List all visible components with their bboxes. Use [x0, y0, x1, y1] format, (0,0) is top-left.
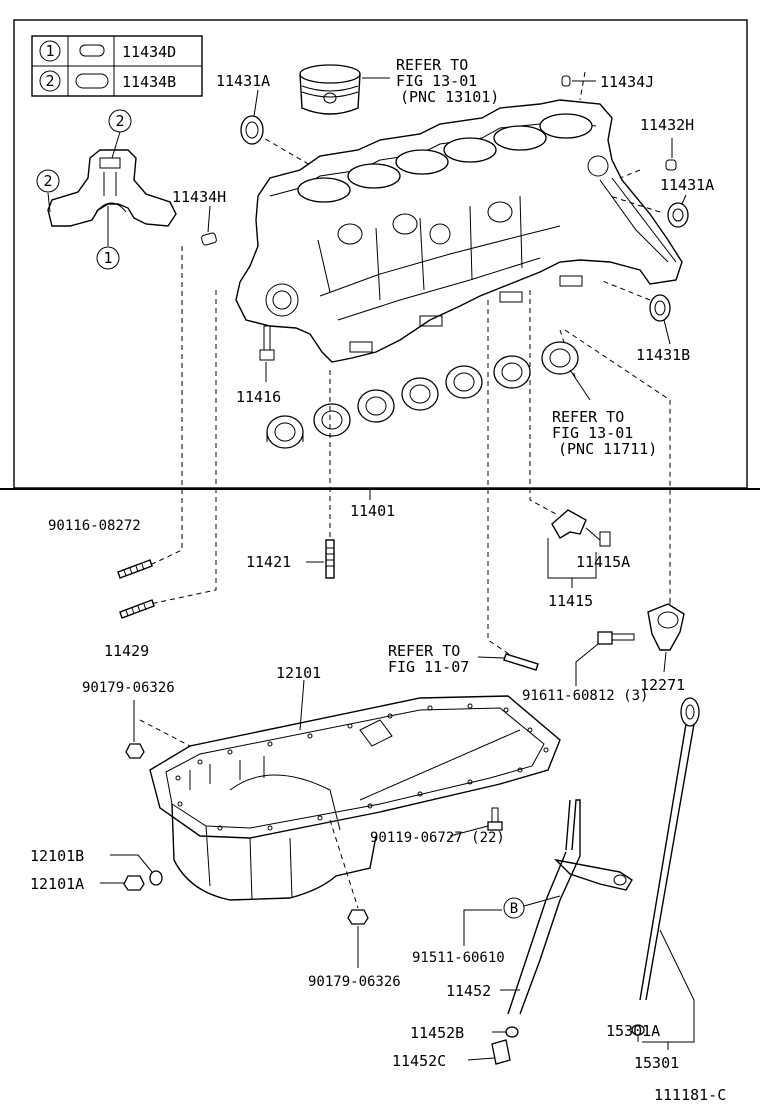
plug-11434H: [201, 205, 217, 246]
oil-jet-11415: [547, 509, 611, 588]
plug-small-icon: [79, 44, 105, 57]
label-11401: 11401: [350, 502, 395, 520]
dipstick-guide-11452: [500, 799, 633, 1015]
svg-text:1: 1: [103, 249, 112, 267]
plug-11432H: [665, 159, 677, 171]
legend-num-2: 2: [45, 72, 54, 90]
refer-bearing-line1: REFER TO: [552, 408, 624, 426]
label-11431A-top: 11431A: [216, 72, 270, 90]
oring-11452B: [492, 1026, 519, 1038]
plug-11434J: [561, 75, 571, 87]
label-90179-06326-bottom: 90179-06326: [308, 974, 401, 990]
label-91511-60610: 91511-60610: [412, 950, 505, 966]
label-11434H: 11434H: [172, 188, 226, 206]
cap-11452C: [467, 1039, 511, 1065]
bolt-90179-06326-bottom: [347, 909, 369, 968]
figure-code: 111181-C: [654, 1086, 726, 1104]
refer-fig11-line1: REFER TO: [388, 642, 460, 660]
legend-callout-2: [39, 70, 61, 92]
svg-text:2: 2: [43, 172, 52, 190]
seal-11431A-right: [667, 194, 689, 228]
label-12271: 12271: [640, 676, 685, 694]
svg-text:B: B: [510, 901, 518, 917]
legend-code-2: 11434B: [122, 73, 176, 91]
label-11415: 11415: [548, 592, 593, 610]
plug-large-icon: [75, 73, 109, 89]
refer-fig11-line2: FIG 11-07: [388, 658, 469, 676]
callout-b: [503, 897, 525, 919]
label-11452C: 11452C: [392, 1052, 446, 1070]
legend-callout-1: [39, 40, 61, 62]
label-12101: 12101: [276, 664, 321, 682]
stud-fig-11-07: [477, 653, 539, 671]
refer-piston-line3: (PNC 13101): [400, 88, 499, 106]
label-11421: 11421: [246, 553, 291, 571]
refer-bearing-line2: FIG 13-01: [552, 424, 633, 442]
bolt-91511-60610: B: [463, 895, 561, 946]
label-11452B: 11452B: [410, 1024, 464, 1042]
refer-piston-line1: REFER TO: [396, 56, 468, 74]
label-11415A: 11415A: [576, 553, 630, 571]
crank-bearings: [266, 341, 591, 449]
refer-piston-line2: FIG 13-01: [396, 72, 477, 90]
bolt-11416: [259, 325, 275, 382]
label-90116-08272: 90116-08272: [48, 518, 141, 534]
cylinder-block: [235, 99, 683, 363]
stud-11429: [119, 599, 155, 619]
oil-pump-strainer-12271: [647, 603, 685, 673]
stud-90116-08272: [117, 559, 153, 579]
block-end-view: 1 2 2: [36, 109, 177, 270]
oil-pan-12101: [149, 679, 561, 901]
label-15301A: 15301A: [606, 1022, 660, 1040]
label-11434J: 11434J: [600, 73, 654, 91]
label-12101B: 12101B: [30, 847, 84, 865]
piston: [299, 64, 390, 115]
label-90179-06326-top: 90179-06326: [82, 680, 175, 696]
dipstick-15301: [631, 697, 700, 1050]
label-91611-60812: 91611-60812 (3): [522, 688, 648, 704]
label-11429: 11429: [104, 642, 149, 660]
legend-table: 1 11434D 2 11434B: [31, 35, 203, 97]
bolt-90119-06727: [449, 807, 503, 837]
drain-plug-12101A: [100, 875, 145, 891]
legend-code-1: 11434D: [122, 43, 176, 61]
label-11431B: 11431B: [636, 346, 690, 364]
gasket-12101B: [110, 854, 163, 886]
bolt-91611-60812: [575, 631, 635, 686]
label-90119-06727: 90119-06727 (22): [370, 830, 505, 846]
callout-2-end-view-top: [108, 109, 132, 133]
svg-text:2: 2: [115, 112, 124, 130]
seal-11431B: [649, 294, 671, 345]
label-12101A: 12101A: [30, 875, 84, 893]
label-11431A-right: 11431A: [660, 176, 714, 194]
seal-11431A-top: [240, 89, 264, 145]
stud-11421: [306, 539, 335, 579]
legend-num-1: 1: [45, 42, 54, 60]
label-11416: 11416: [236, 388, 281, 406]
label-11432H: 11432H: [640, 116, 694, 134]
callout-2-end-view-left: [36, 169, 60, 193]
label-15301: 15301: [634, 1054, 679, 1072]
label-11452: 11452: [446, 982, 491, 1000]
refer-bearing-line3: (PNC 11711): [558, 440, 657, 458]
bolt-90179-06326-top: [125, 700, 145, 759]
callout-1-end-view: [96, 246, 120, 270]
